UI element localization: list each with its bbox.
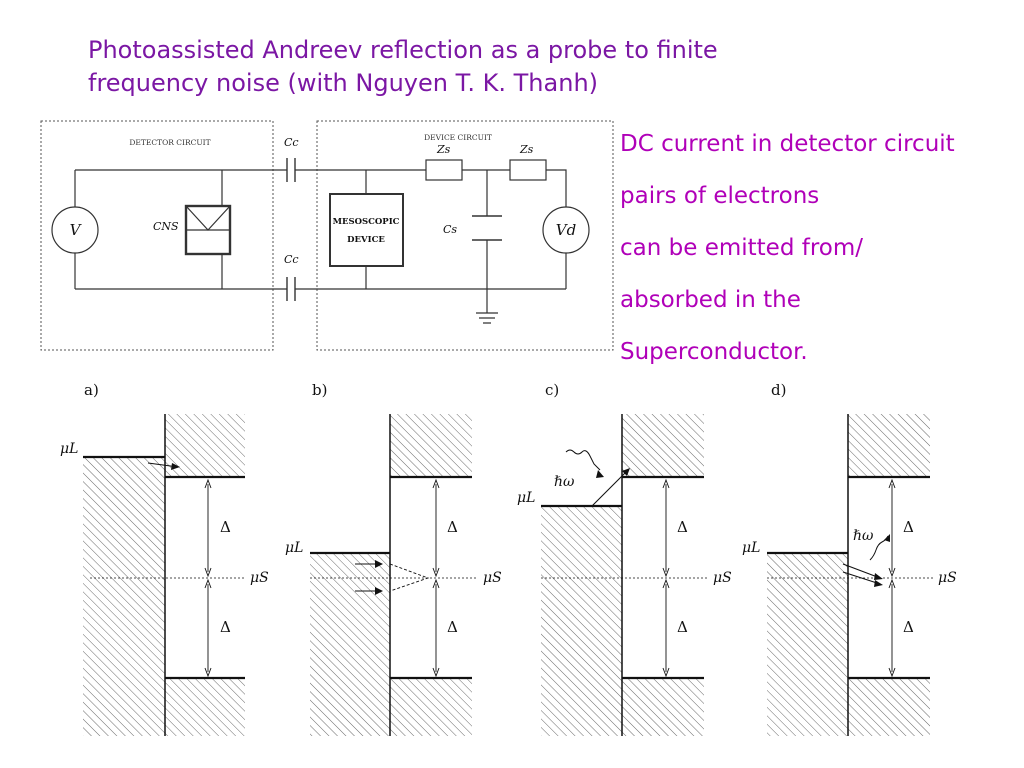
electron-arrows-d xyxy=(842,563,881,585)
cns-junction xyxy=(184,204,232,256)
mu-l-label-b: μL xyxy=(285,540,303,556)
delta-top-a: Δ xyxy=(220,518,231,536)
excitation-arrow-c xyxy=(591,469,629,507)
coupling-capacitor-bottom xyxy=(286,277,296,301)
photon-label-d: ℏω xyxy=(853,528,874,544)
cs-label: Cs xyxy=(443,223,457,236)
detector-circuit-box xyxy=(40,120,274,351)
cc-top-label: Cc xyxy=(284,136,299,149)
andreev-path-b xyxy=(389,563,430,592)
device-label-line-1: MESOSCOPIC xyxy=(333,217,400,227)
photon-label-c: ℏω xyxy=(554,474,575,490)
mu-s-label-c: μS xyxy=(713,570,732,586)
normal-metal-c xyxy=(541,506,622,736)
diagram-c-label: c) xyxy=(545,381,559,399)
delta-top-d: Δ xyxy=(903,518,914,536)
mu-s-label-a: μS xyxy=(250,570,269,586)
vd-label: Vd xyxy=(556,221,576,239)
device-circuit-box xyxy=(316,120,614,351)
device-circuit-label: DEVICE CIRCUIT xyxy=(424,133,492,142)
delta-bottom-d: Δ xyxy=(903,618,914,636)
diagram-d-label: d) xyxy=(771,381,786,399)
mu-l-label-a: μL xyxy=(60,441,78,457)
delta-bottom-b: Δ xyxy=(447,618,458,636)
delta-bottom-a: Δ xyxy=(220,618,231,636)
normal-metal-d xyxy=(767,553,848,736)
coupling-capacitor-top xyxy=(286,158,296,182)
circuit-diagram xyxy=(40,120,614,351)
v-label: V xyxy=(70,221,83,239)
energy-diagram-b: b) μL μS Δ Δ xyxy=(285,381,502,736)
bullet-line-4: absorbed in the xyxy=(620,287,801,313)
zs-left-label: Zs xyxy=(436,143,451,156)
normal-metal-a xyxy=(83,457,165,736)
sc-lower-band-d xyxy=(848,678,930,736)
impedance-zs-right xyxy=(509,159,547,181)
ground-symbol xyxy=(476,289,498,324)
voltage-source-v xyxy=(51,206,99,254)
photon-wave-c xyxy=(565,449,601,471)
diagram-a-label: a) xyxy=(84,381,99,399)
title-line-1: Photoassisted Andreev reflection as a pr… xyxy=(88,36,718,64)
cc-bottom-label: Cc xyxy=(284,253,299,266)
delta-top-c: Δ xyxy=(677,518,688,536)
bullet-line-2: pairs of electrons xyxy=(620,183,820,209)
normal-metal-b xyxy=(310,553,390,736)
detector-circuit-label: DETECTOR CIRCUIT xyxy=(129,138,210,147)
mu-l-label-c: μL xyxy=(517,490,535,506)
bullet-line-1: DC current in detector circuit xyxy=(620,131,955,157)
title-line-2: frequency noise (with Nguyen T. K. Thanh… xyxy=(88,69,599,97)
capacitor-cs xyxy=(472,215,502,241)
impedance-zs-left xyxy=(425,159,463,181)
delta-bottom-c: Δ xyxy=(677,618,688,636)
mu-s-label-b: μS xyxy=(483,570,502,586)
zs-right-label: Zs xyxy=(519,143,534,156)
energy-diagram-c: c) μL μS ℏω Δ Δ xyxy=(517,381,732,736)
sc-upper-band-d xyxy=(848,414,930,477)
sc-lower-band-c xyxy=(622,678,704,736)
energy-diagram-a: a) μL μS Δ Δ xyxy=(60,381,269,736)
diagram-b-label: b) xyxy=(312,381,327,399)
bullet-line-5: Superconductor. xyxy=(620,339,808,365)
cns-label: CNS xyxy=(153,220,179,233)
mu-s-label-d: μS xyxy=(938,570,957,586)
mesoscopic-device-box xyxy=(329,193,404,267)
sc-upper-band-c xyxy=(622,414,704,477)
sc-upper-band-b xyxy=(390,414,472,477)
delta-top-b: Δ xyxy=(447,518,458,536)
mu-l-label-d: μL xyxy=(742,540,760,556)
energy-diagram-d: d) μL μS ℏω Δ Δ xyxy=(742,381,957,736)
explanation-text: DC current in detector circuit pairs of … xyxy=(620,118,955,378)
sc-lower-band-a xyxy=(165,678,245,736)
device-label-line-2: DEVICE xyxy=(347,235,385,245)
slide-title: Photoassisted Andreev reflection as a pr… xyxy=(88,34,848,100)
sc-lower-band-b xyxy=(390,678,472,736)
bullet-line-3: can be emitted from/ xyxy=(620,235,864,261)
